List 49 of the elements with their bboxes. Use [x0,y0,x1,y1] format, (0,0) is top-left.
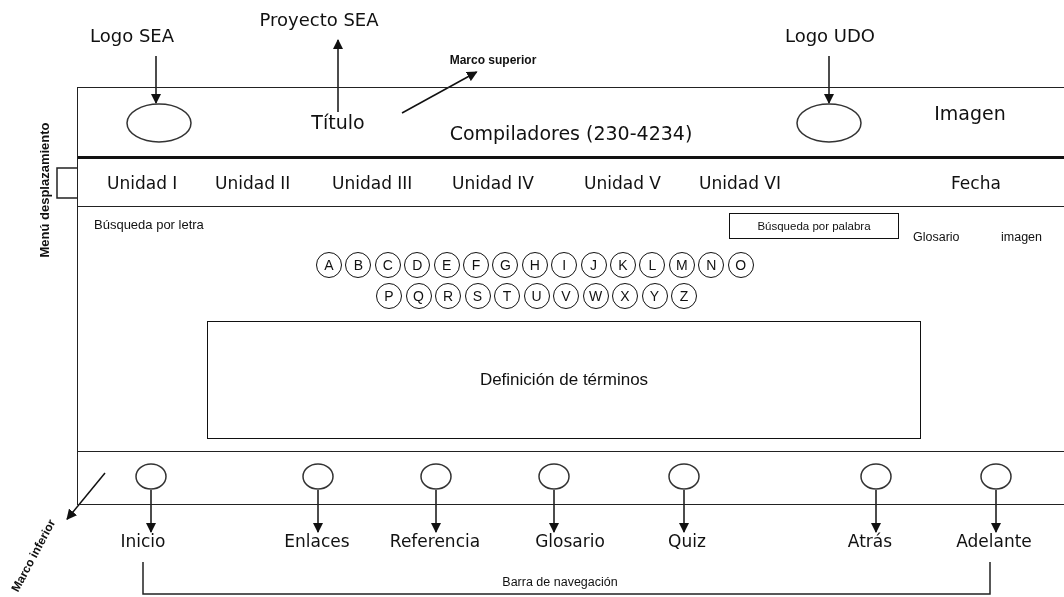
title-text: Título [299,112,377,140]
search-box: Búsqueda por palabra [729,213,899,239]
menu-item: Unidad III [332,174,413,193]
side-label: Glosario [913,231,960,245]
arrow [145,489,157,534]
date-label: Fecha [951,174,1001,193]
nav-button-placeholder [860,463,892,490]
nav-button-placeholder [135,463,167,490]
empty-ellipse [796,103,862,143]
arrow [401,71,478,114]
page-frame [77,87,1064,505]
definition-box: Definición de términos [207,321,921,439]
menu-item: Unidad VI [699,174,781,193]
nav-label: Glosario [520,532,620,558]
arrow [678,489,690,534]
nav-button-placeholder [668,463,700,490]
course-title: Compiladores (230-4234) [426,123,716,151]
arrow [66,472,106,520]
arrow [990,489,1002,534]
arrow [312,489,324,534]
callout-text: Logo SEA [78,26,186,56]
nav-label: Adelante [940,532,1048,558]
nav-label: Referencia [374,532,496,558]
side-label: imagen [1001,231,1042,245]
callout-text: Proyecto SEA [246,10,392,40]
callout-text: Logo UDO [772,26,888,56]
nav-button-placeholder [302,463,334,490]
menu-item: Unidad IV [452,174,534,193]
side-label: Menú desplazamiento [37,122,53,258]
image-label: Imagen [921,103,1019,131]
callout-text: Marco superior [430,54,556,72]
arrow [430,489,442,534]
nav-button-placeholder [420,463,452,490]
arrow [823,55,835,105]
arrow [332,38,344,113]
nav-label: Inicio [108,532,178,558]
section-label: Búsqueda por letra [94,218,204,233]
nav-button-placeholder [538,463,570,490]
menu-item: Unidad V [584,174,661,193]
arrow [150,55,162,105]
arrow [870,489,882,534]
nav-label: Quiz [662,532,712,558]
nav-label: Atrás [838,532,902,558]
arrow [548,489,560,534]
menu-item: Unidad I [107,174,178,193]
nav-label: Enlaces [270,532,364,558]
empty-ellipse [126,103,192,143]
menu-item: Unidad II [215,174,291,193]
nav-button-placeholder [980,463,1012,490]
